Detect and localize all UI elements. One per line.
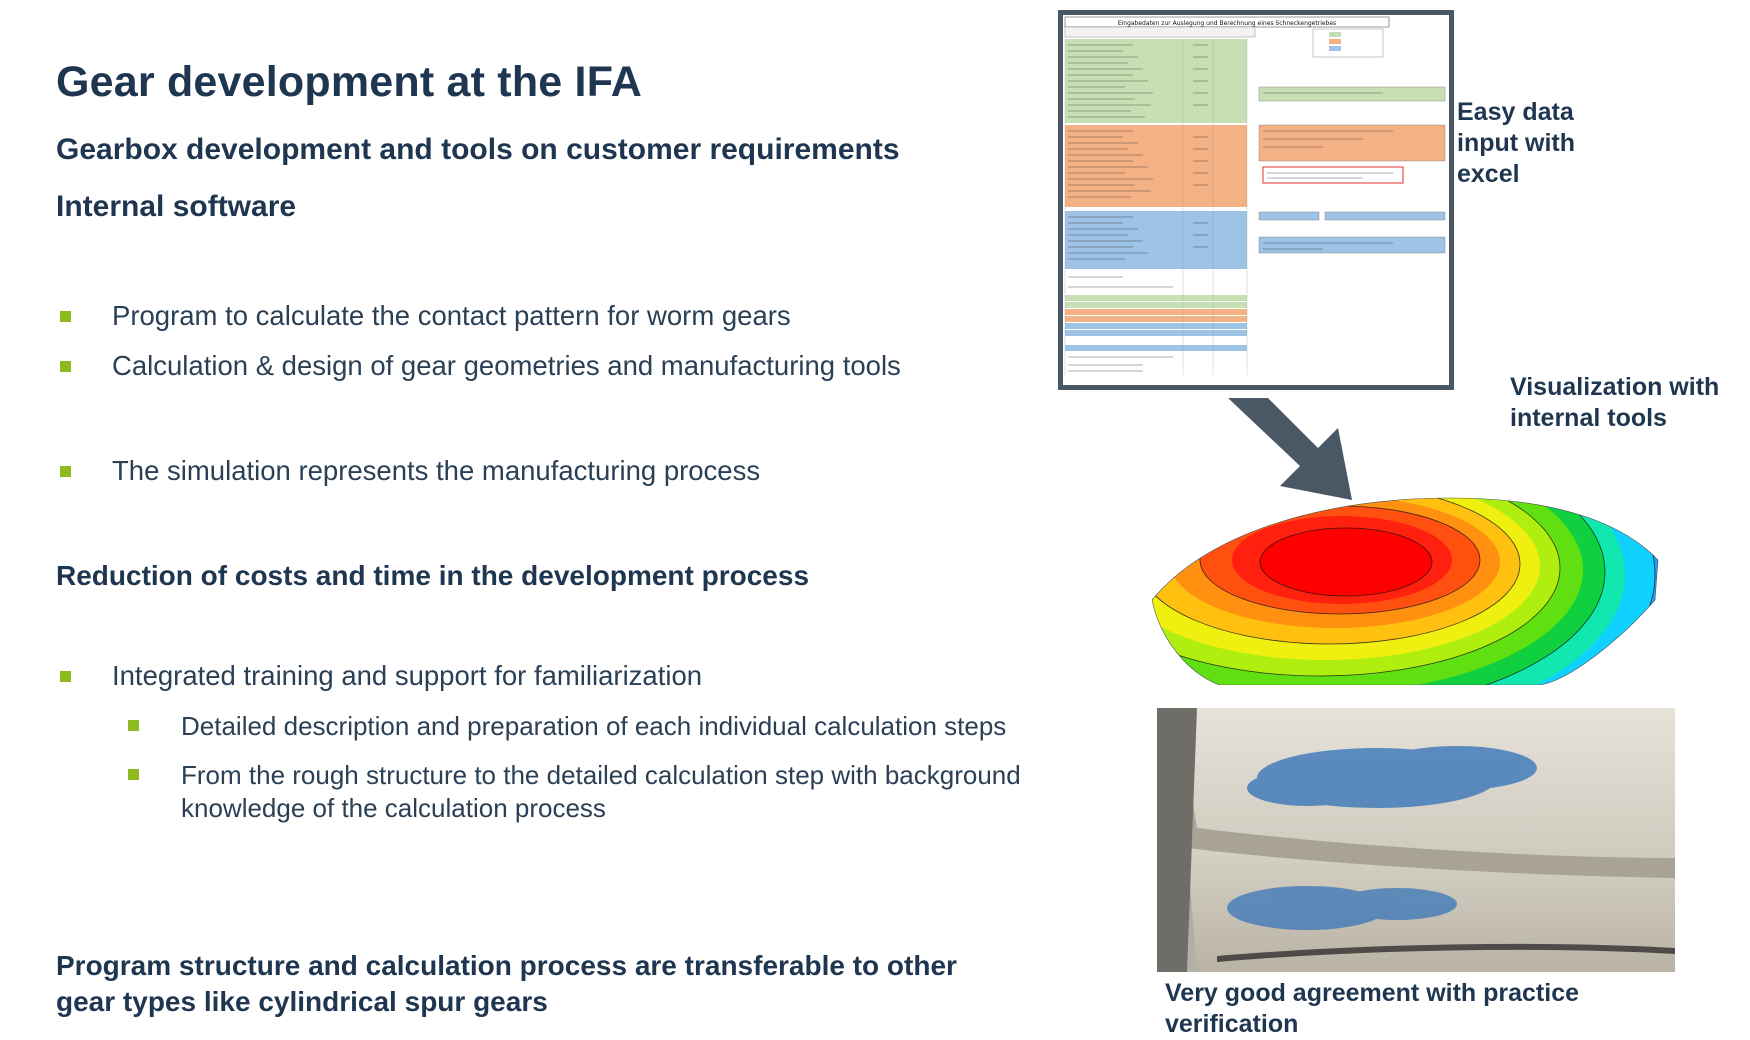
subtitle-gearbox-development: Gearbox development and tools on custome… xyxy=(56,133,900,166)
bullet-marker xyxy=(60,311,71,322)
caption-line: Easy data xyxy=(1457,98,1574,126)
excel-input-screenshot: Eingabedaten zur Auslegung und Berechnun… xyxy=(1058,10,1454,390)
practice-verification-photo xyxy=(1157,708,1675,972)
closing-statement-line1: Program structure and calculation proces… xyxy=(56,950,957,981)
caption-line: internal tools xyxy=(1510,404,1667,432)
caption-practice-verification: Very good agreement with practice verifi… xyxy=(1165,978,1579,1040)
gear-tooth-photo xyxy=(1157,708,1675,972)
caption-line: excel xyxy=(1457,160,1520,188)
sheet-header-text: Eingabedaten zur Auslegung und Berechnun… xyxy=(1118,20,1336,27)
bullet-item: Program to calculate the contact pattern… xyxy=(112,300,791,331)
bullet-marker xyxy=(60,361,71,372)
closing-statement-line2: gear types like cylindrical spur gears xyxy=(56,986,548,1017)
sub-bullet-marker xyxy=(128,720,139,731)
caption-excel: Easy data input with excel xyxy=(1457,97,1575,190)
subtitle-internal-software: Internal software xyxy=(56,190,297,223)
caption-line: Very good agreement with practice xyxy=(1165,979,1580,1007)
bullet-marker xyxy=(60,466,71,477)
heading-reduction: Reduction of costs and time in the devel… xyxy=(56,560,810,591)
bullet-item: Integrated training and support for fami… xyxy=(112,660,703,691)
caption-line: Visualization with xyxy=(1510,373,1720,401)
bullet-item: Calculation & design of gear geometries … xyxy=(112,350,901,381)
bullet-item: The simulation represents the manufactur… xyxy=(112,455,761,486)
caption-visualization: Visualization with internal tools xyxy=(1510,372,1719,434)
arrow-down-right-icon xyxy=(1228,398,1352,500)
sub-bullet-item: Detailed description and preparation of … xyxy=(181,711,1007,741)
sub-bullet-item: From the rough structure to the detailed… xyxy=(181,760,1021,823)
caption-line: verification xyxy=(1165,1010,1299,1038)
spreadsheet-illustration: Eingabedaten zur Auslegung und Berechnun… xyxy=(1063,15,1449,385)
caption-line: input with xyxy=(1457,129,1576,157)
sub-bullet-marker xyxy=(128,769,139,780)
page-title: Gear development at the IFA xyxy=(56,58,643,106)
contact-pattern-visualization xyxy=(1151,497,1659,685)
bullet-marker xyxy=(60,671,71,682)
